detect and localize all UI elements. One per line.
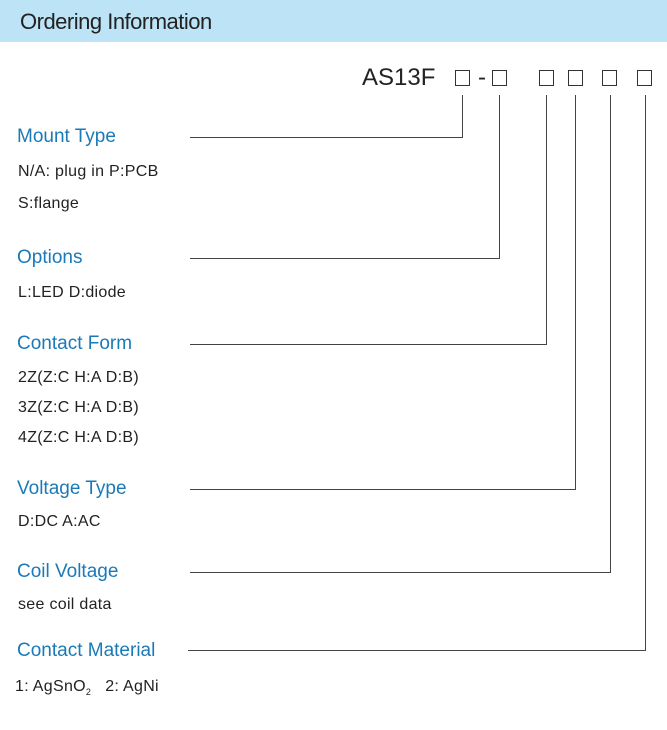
mount-type-line: N/A: plug in P:PCB [18,163,159,180]
contact-material-title: Contact Material [17,640,156,661]
options-line: L:LED D:diode [18,284,126,301]
voltage-type-line: D:DC A:AC [18,513,101,530]
code-box-voltage-type [568,70,583,86]
contact-form-line: 3Z(Z:C H:A D:B) [18,399,139,416]
code-box-coil-voltage [602,70,617,86]
contact-form-line: 2Z(Z:C H:A D:B) [18,369,139,386]
voltage-type-title: Voltage Type [17,478,127,499]
header-bar: Ordering Information [0,0,667,42]
subscript: 2 [85,687,92,698]
model-code-prefix: AS13F [362,64,436,91]
options-title: Options [17,247,83,268]
mount-type-title: Mount Type [17,126,116,147]
code-dash: - [478,64,486,91]
code-box-contact-form [539,70,554,86]
material-option-2: 2: AgNi [105,678,159,695]
coil-voltage-title: Coil Voltage [17,561,119,582]
mount-type-line: S:flange [18,195,80,212]
code-box-options [492,70,507,86]
code-box-mount [455,70,470,86]
material-option-1: 1: AgSnO [15,678,86,695]
contact-form-title: Contact Form [17,333,133,354]
contact-form-line: 4Z(Z:C H:A D:B) [18,429,139,446]
code-box-contact-material [637,70,652,86]
coil-voltage-line: see coil data [18,596,112,613]
contact-material-line: 1: AgSnO2 2: AgNi [15,678,159,697]
page-title: Ordering Information [20,9,212,34]
